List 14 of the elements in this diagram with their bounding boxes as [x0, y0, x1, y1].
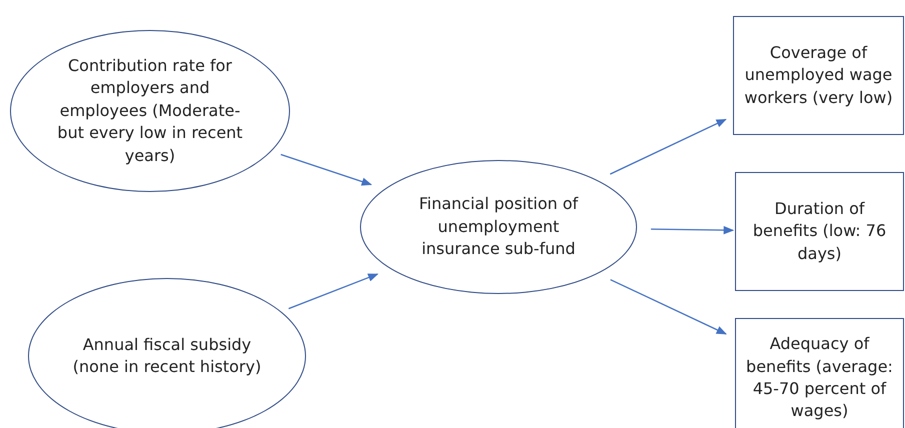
arrow: [650, 226, 734, 234]
arrow: [280, 154, 372, 186]
process-box: [735, 318, 904, 428]
arrow: [288, 273, 378, 310]
arrow: [610, 118, 727, 175]
node-label: Contribution rate for employers and employees (Moderate-but every low in recent years): [56, 55, 244, 167]
node-label: Annual fiscal subsidy (none in recent history): [72, 334, 262, 378]
process-box: [733, 16, 904, 135]
node-label: Adequacy of benefits (average: 45-70 percent of wages): [745, 333, 894, 422]
arrow: [610, 279, 727, 335]
node-label: Coverage of unemployed wage workers (very low): [743, 42, 894, 109]
node-label: Duration of benefits (low: 76 days): [752, 198, 888, 265]
node-label: Financial position of unemployment insurance sub-fund: [418, 193, 580, 260]
process-box: [735, 172, 904, 291]
